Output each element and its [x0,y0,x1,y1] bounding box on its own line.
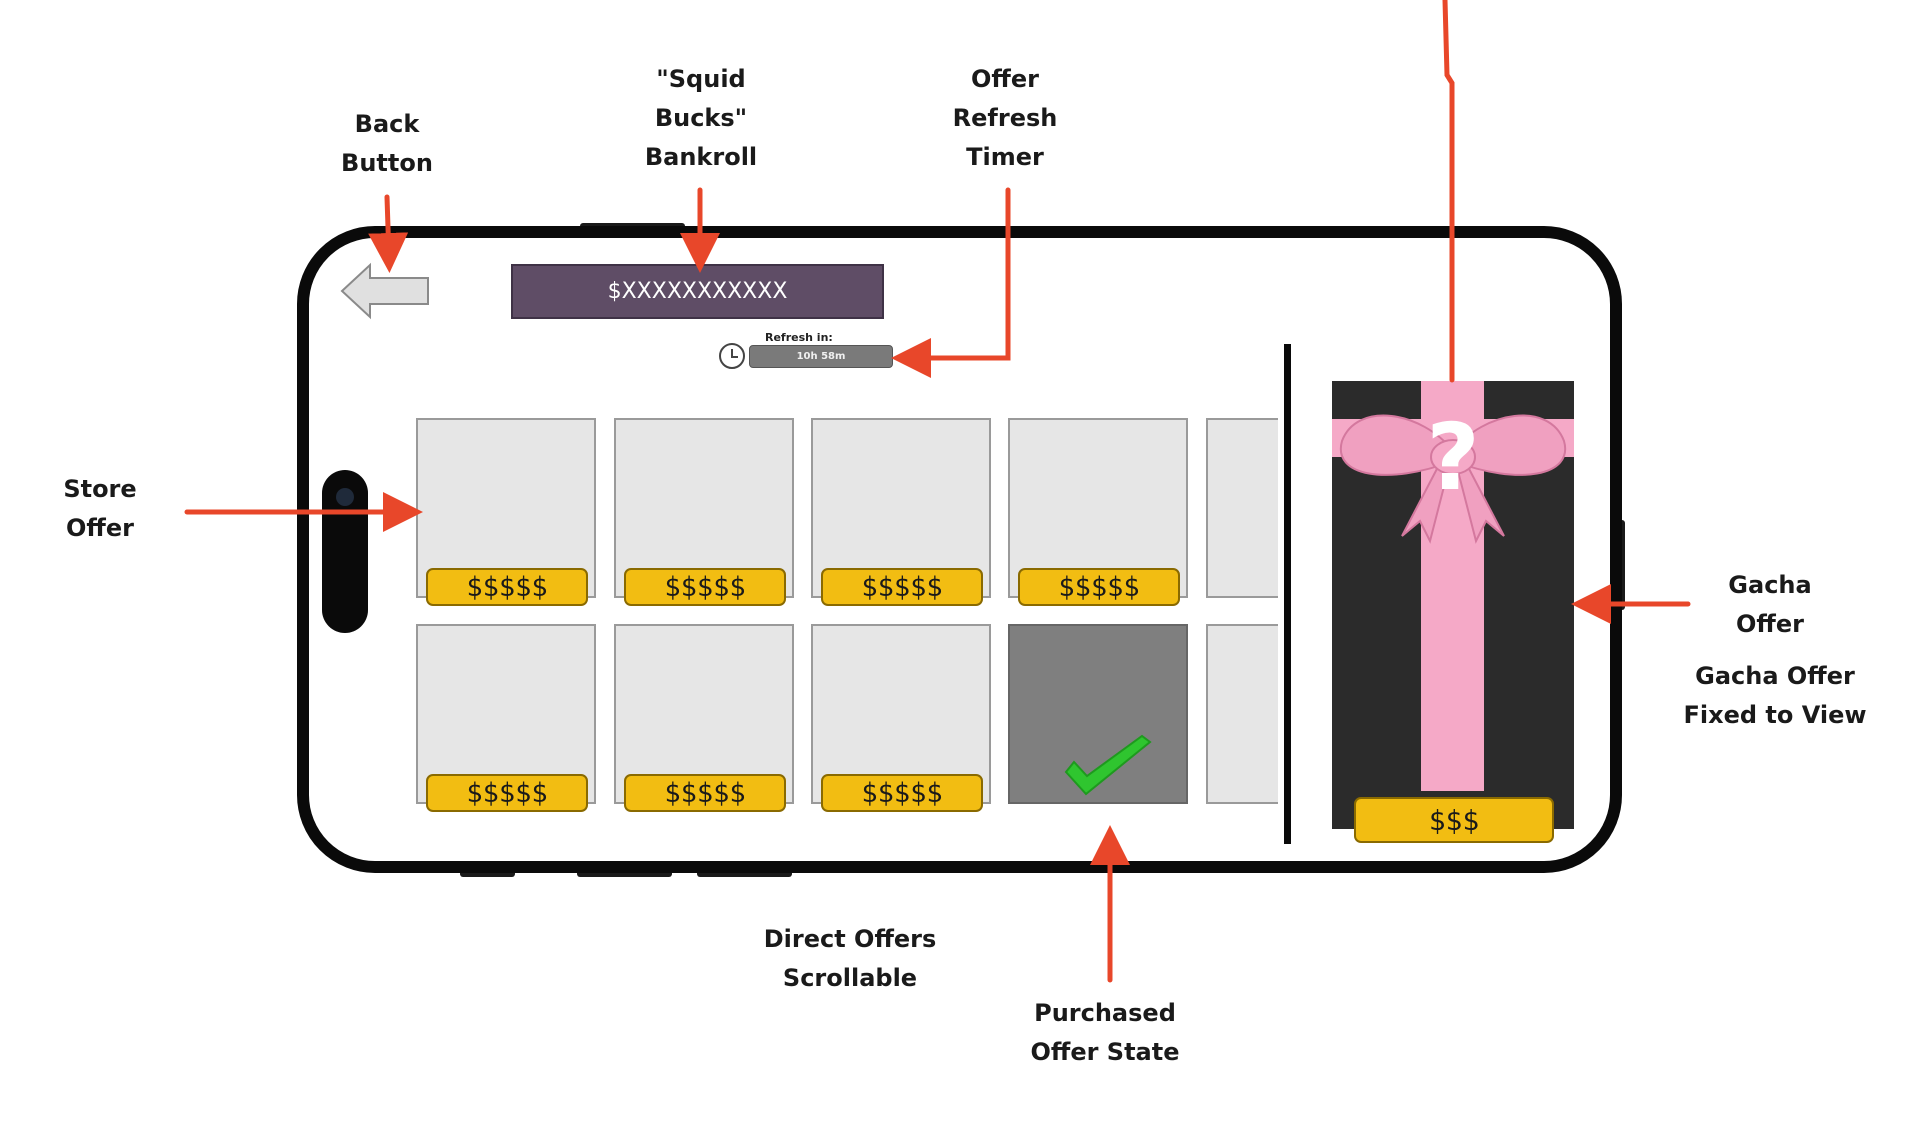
camera-lens [336,488,354,506]
label-store-offer: Store Offer [63,475,137,542]
refresh-caption: Refresh in: [765,331,833,344]
phone-bottom-button-2 [577,869,672,877]
offer-price-tag[interactable]: $$$$$ [426,774,588,812]
camera-pill [322,470,368,633]
offer-price-tag[interactable]: $$$$$ [1018,568,1180,606]
clock-icon [719,343,745,369]
label-gacha-fixed: Gacha Offer Fixed to View [1683,662,1867,729]
offer-price-tag[interactable]: $$$$$ [426,568,588,606]
label-purchased-state: Purchased Offer State [1030,999,1180,1066]
store-offer[interactable]: $$$$$ [1008,418,1188,606]
purchased-offer [1008,624,1188,804]
label-refresh-timer: Offer Refresh Timer [952,65,1058,171]
gacha-mystery-symbol: ? [1426,404,1480,511]
label-back-button: Back Button [341,110,433,177]
phone-bottom-button-3 [697,869,792,877]
arrow-refresh-timer [891,187,1011,378]
offer-price-tag[interactable]: $$$$$ [624,774,786,812]
gift-bow-icon [1339,414,1567,544]
scroll-divider [1284,344,1291,844]
store-offer[interactable]: $$$$$ [614,418,794,606]
refresh-timer: Refresh in: 10h 58m [719,331,894,373]
checkmark-icon [1064,734,1152,796]
store-offer[interactable]: $$$$$ [811,624,991,812]
label-gacha-offer: Gacha Offer [1728,571,1812,638]
bankroll-value: $XXXXXXXXXXX [607,279,788,304]
gacha-offer[interactable]: ? $$$ [1332,381,1574,843]
store-offer[interactable]: $$$$$ [811,418,991,606]
offer-price-tag[interactable]: $$$$$ [821,774,983,812]
store-offer[interactable]: $$$$$ [416,624,596,812]
arrow-gacha-top [1442,0,1455,383]
store-offer-partial[interactable] [1206,624,1278,804]
label-bankroll: "Squid Bucks" Bankroll [644,65,758,171]
offer-price-tag[interactable]: $$$$$ [821,568,983,606]
bankroll-display: $XXXXXXXXXXX [511,264,884,319]
arrow-back-button [368,194,409,273]
store-offer-partial[interactable] [1206,418,1278,598]
store-offer[interactable]: $$$$$ [614,624,794,812]
label-direct-offers: Direct Offers Scrollable [763,925,937,992]
phone-bottom-button-1 [460,869,515,877]
gacha-price-tag[interactable]: $$$ [1354,797,1554,843]
offer-price-tag[interactable]: $$$$$ [624,568,786,606]
store-offer[interactable]: $$$$$ [416,418,596,606]
